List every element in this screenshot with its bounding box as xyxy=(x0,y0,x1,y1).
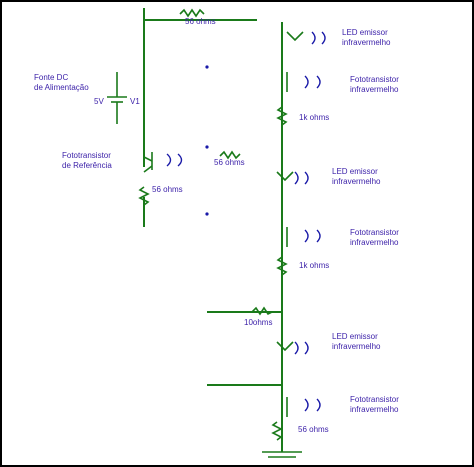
label-r-bottom: 56 ohms xyxy=(298,425,329,434)
resistor-1 xyxy=(276,106,288,126)
label-led2-2: infravermelho xyxy=(332,177,381,186)
phototransistor-3 xyxy=(286,397,321,417)
resistor-2 xyxy=(276,256,288,276)
led-2 xyxy=(276,171,309,185)
led-3 xyxy=(276,341,309,355)
label-led3-1: LED emissor xyxy=(332,332,378,341)
label-r-left: 56 ohms xyxy=(152,185,183,194)
label-fonte-1: Fonte DC xyxy=(34,73,68,82)
resistor-mid xyxy=(219,150,241,160)
label-led1-1: LED emissor xyxy=(342,28,388,37)
label-ref-1: Fototransistor xyxy=(62,151,111,160)
phototransistor-2 xyxy=(286,227,321,247)
ref-phototransistor xyxy=(143,152,183,173)
junction-dots xyxy=(205,65,209,216)
label-photo3-1: Fototransistor xyxy=(350,395,399,404)
battery-symbol xyxy=(107,72,127,124)
resistor-bottom xyxy=(271,421,283,441)
label-photo3-2: infravermelho xyxy=(350,405,399,414)
label-photo1-1: Fototransistor xyxy=(350,75,399,84)
label-r3: 10ohms xyxy=(244,318,272,327)
label-r1: 1k ohms xyxy=(299,113,329,122)
label-photo1-2: infravermelho xyxy=(350,85,399,94)
phototransistor-1 xyxy=(286,72,321,92)
label-led3-2: infravermelho xyxy=(332,342,381,351)
label-v1: V1 xyxy=(130,97,140,106)
label-fonte-2: de Alimentação xyxy=(34,83,89,92)
label-r-mid: 56 ohms xyxy=(214,158,245,167)
label-r-top: 56 ohms xyxy=(185,17,216,26)
label-led2-1: LED emissor xyxy=(332,167,378,176)
label-5v: 5V xyxy=(94,97,104,106)
led-1 xyxy=(286,31,326,45)
label-photo2-2: infravermelho xyxy=(350,238,399,247)
label-photo2-1: Fototransistor xyxy=(350,228,399,237)
label-r2: 1k ohms xyxy=(299,261,329,270)
resistor-top xyxy=(179,8,205,18)
label-led1-2: infravermelho xyxy=(342,38,391,47)
resistor-left-vertical xyxy=(138,186,150,206)
resistor-3 xyxy=(251,306,273,316)
label-ref-2: de Referência xyxy=(62,161,112,170)
ground-symbol xyxy=(262,451,302,458)
